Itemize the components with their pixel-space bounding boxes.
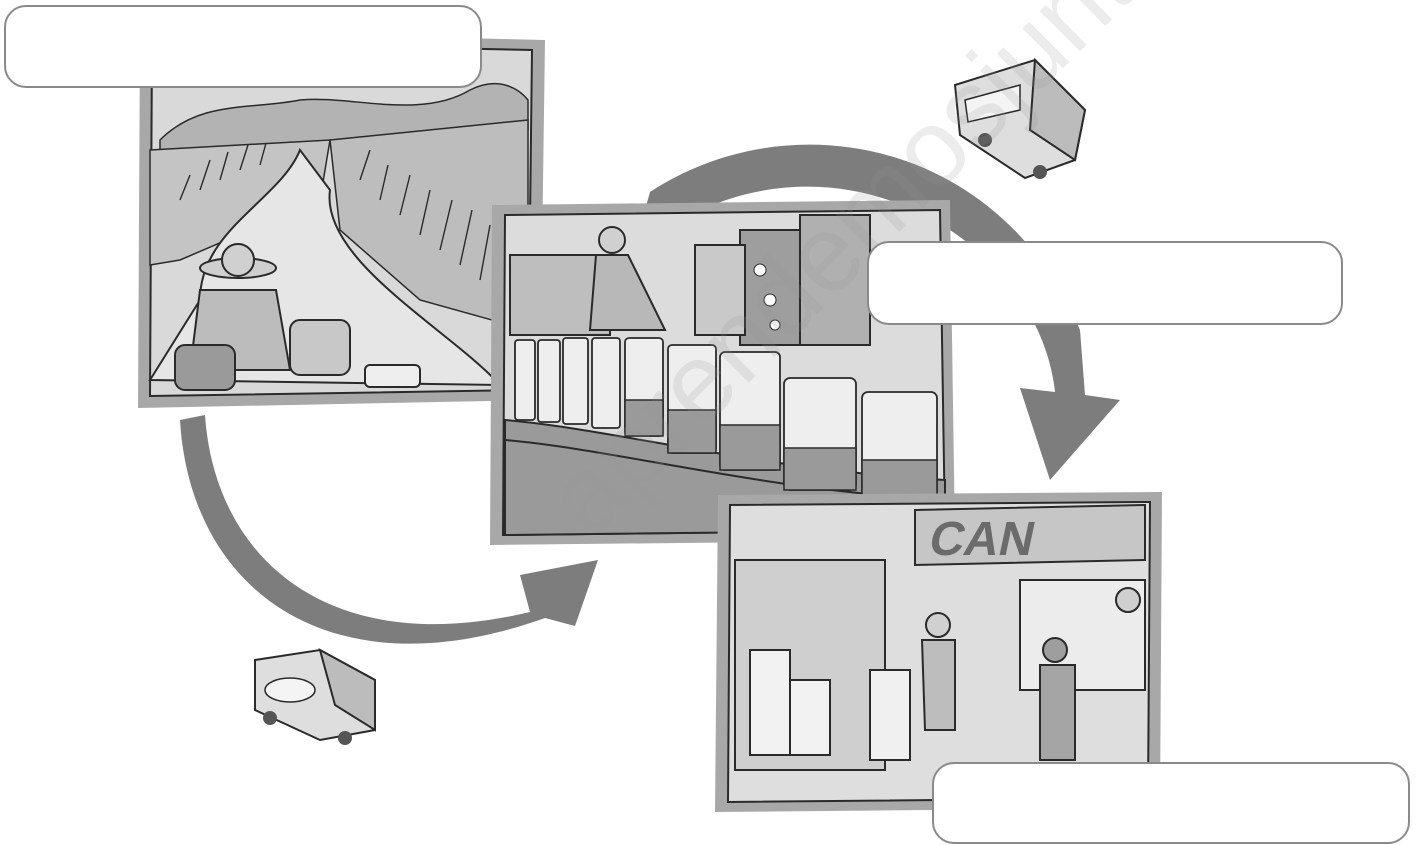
answer-box-farm[interactable] (4, 5, 482, 88)
answer-box-factory[interactable] (867, 241, 1343, 325)
answer-box-shop[interactable] (932, 762, 1410, 844)
delivery-truck-icon (955, 60, 1085, 179)
delivery-van-icon (255, 650, 375, 745)
svg-text:CAN: CAN (925, 512, 1040, 565)
